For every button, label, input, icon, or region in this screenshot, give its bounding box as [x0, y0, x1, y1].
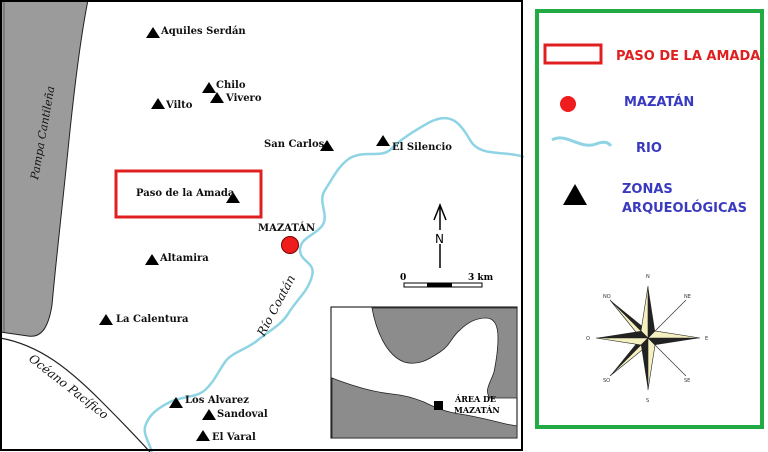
main-map: Océano Pacífico Pampa Cantileña Río Coat…: [0, 0, 525, 452]
legend-dot-symbol: [560, 96, 576, 112]
inset-land-north: [371, 307, 518, 399]
site-marker-icon: [226, 192, 240, 203]
compass-o-label: O: [586, 336, 590, 342]
site-marker-icon: [146, 27, 160, 38]
site-label: San Carlos: [264, 139, 325, 150]
legend-label-paso: PASO DE LA AMADA: [616, 49, 760, 64]
legend-label-rio: RIO: [636, 141, 662, 156]
legend-rectangle-symbol: [543, 43, 603, 65]
scale-start-label: 0: [400, 273, 406, 283]
lagoon-line: [0, 0, 5, 332]
legend-label-zonas: ZONAS: [622, 182, 673, 197]
inset-area-marker: [434, 401, 443, 410]
site-marker-icon: [169, 397, 183, 408]
compass-so-label: SO: [603, 378, 610, 384]
mazatan-city-dot: [281, 236, 299, 254]
site-label: Vilto: [165, 100, 193, 111]
compass-n-label: N: [646, 274, 650, 280]
site-label: Vivero: [225, 93, 262, 104]
site-marker-icon: [376, 135, 390, 146]
compass-no-label: NO: [603, 294, 611, 300]
site-label: Sandoval: [217, 409, 268, 420]
site-label: Altamira: [159, 253, 209, 264]
site-marker-icon: [320, 140, 334, 151]
compass-rose-icon: N NE E SE S SO O NO: [586, 274, 708, 404]
main-map-frame: [0, 0, 523, 451]
archaeological-sites: Aquiles Serdán Chilo Vivero Vilto San Ca…: [99, 26, 452, 443]
inset-label-line1: ÁREA DE: [454, 394, 496, 404]
river-coatan: [143, 116, 525, 452]
site-marker-icon: [202, 409, 216, 420]
site-label: Chilo: [216, 80, 246, 91]
site-label: Paso de la Amada: [136, 188, 235, 199]
site-label: La Calentura: [116, 314, 189, 325]
shore-line: [0, 337, 151, 452]
compass-s-label: S: [646, 398, 649, 404]
site-label: Aquiles Serdán: [160, 26, 246, 37]
site-marker-icon: [202, 82, 216, 93]
site-label: El Varal: [212, 432, 256, 443]
legend-river-symbol: [551, 136, 613, 147]
north-arrow: N: [433, 202, 447, 268]
compass-ne-label: NE: [684, 294, 691, 300]
coastal-land: [0, 0, 89, 337]
legend-triangle-symbol: [563, 184, 587, 205]
site-marker-icon: [151, 98, 165, 109]
site-label: El Silencio: [392, 142, 452, 153]
site-marker-icon: [196, 430, 210, 441]
scale-bar: 0 3 km: [400, 273, 494, 288]
compass-e-label: E: [705, 336, 708, 342]
site-marker-icon: [99, 314, 113, 325]
paso-de-la-amada-highlight: [114, 169, 263, 219]
north-arrow-label: N: [435, 232, 444, 246]
site-label: Los Alvarez: [185, 395, 249, 406]
legend-label-arqueologicas: ARQUEOLÓGICAS: [622, 200, 747, 216]
scale-end-label: 3 km: [468, 273, 494, 283]
legend-label-mazatan: MAZATÁN: [624, 94, 694, 110]
site-marker-icon: [145, 254, 159, 265]
inset-land-south: [331, 377, 518, 439]
inset-map: ÁREA DE MAZATÁN: [330, 306, 518, 439]
inset-label-line2: MAZATÁN: [454, 405, 500, 415]
city-label: MAZATÁN: [258, 222, 315, 234]
compass-se-label: SE: [684, 378, 690, 384]
legend-panel: PASO DE LA AMADA MAZATÁN RIO ZONAS ARQUE…: [535, 9, 764, 429]
site-marker-icon: [210, 92, 224, 103]
